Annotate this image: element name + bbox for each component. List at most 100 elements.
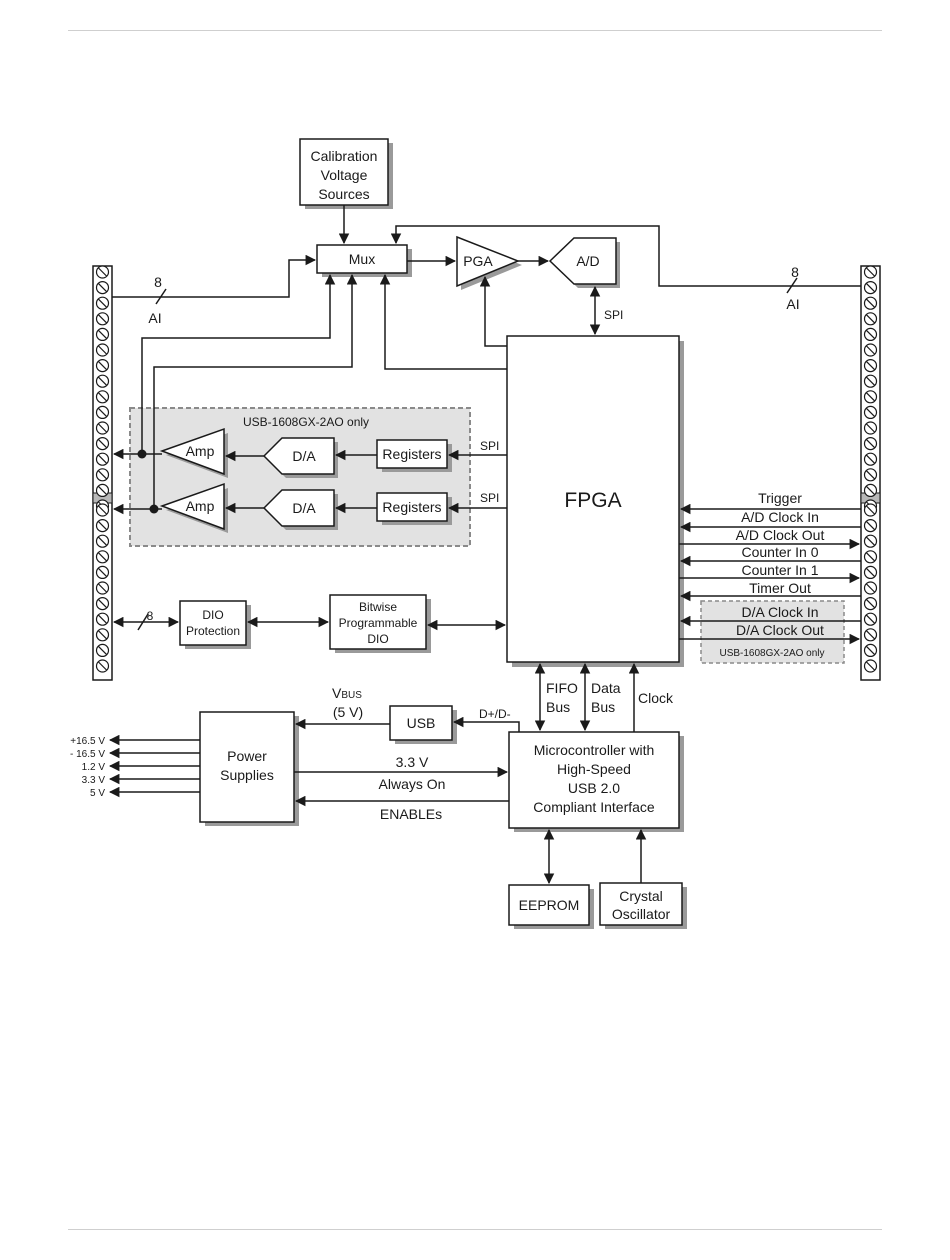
left-terminal-screw-slot [98, 439, 107, 449]
ai-left-count: 8 [154, 274, 162, 290]
svg-text:Crystal: Crystal [619, 888, 663, 904]
left-terminal-screw-slot [98, 485, 107, 495]
always-on-label: Always On [379, 776, 446, 792]
spi-lower-label: SPI [480, 491, 499, 505]
right-terminal-screw-slot [866, 645, 875, 655]
connection-wires [108, 205, 861, 885]
signal-counter-in-0: Counter In 0 [741, 544, 818, 560]
right-terminal-screw-slot [866, 567, 875, 577]
signal-ad-clock-in: A/D Clock In [741, 509, 819, 525]
rail-3-3: 3.3 V [82, 775, 106, 786]
mux-block: Mux [316, 244, 412, 277]
dio-protection-block: DIO Protection [179, 600, 251, 649]
svg-text:High-Speed: High-Speed [557, 761, 631, 777]
dio-count: 8 [147, 609, 154, 623]
left-terminal-screw-slot [98, 599, 107, 609]
right-terminal-screw-slot [866, 423, 875, 433]
right-terminal-screw-slot [866, 583, 875, 593]
svg-text:Protection: Protection [186, 624, 240, 638]
header-rule [68, 30, 882, 31]
svg-text:Registers: Registers [382, 446, 441, 462]
svg-text:Oscillator: Oscillator [612, 906, 671, 922]
registers-lower: Registers [376, 492, 452, 525]
calibration-voltage-sources-block: Calibration Voltage Sources [299, 138, 393, 209]
da-upper: D/A [262, 437, 338, 478]
crystal-oscillator-block: Crystal Oscillator [599, 882, 687, 929]
right-terminal-block [860, 265, 881, 681]
svg-text:Voltage: Voltage [321, 167, 368, 183]
amp-lower: Amp [159, 482, 228, 533]
svg-text:DIO: DIO [202, 608, 223, 622]
left-terminal-screw-slot [98, 505, 107, 515]
svg-text:PGA: PGA [463, 253, 493, 269]
amp-upper: Amp [159, 427, 228, 478]
fifo-bus-label-2: Bus [546, 699, 570, 715]
ai-right-label: AI [786, 296, 799, 312]
right-terminal-screw-slot [866, 283, 875, 293]
da-clock-group [700, 600, 845, 664]
left-terminal-screw-slot [98, 661, 107, 671]
data-bus-label: Data [591, 680, 621, 696]
left-terminal-screw-slot [98, 552, 107, 562]
svg-text:Amp: Amp [186, 498, 215, 514]
pga-amplifier: PGA [456, 235, 522, 290]
rail-5: 5 V [90, 788, 105, 799]
svg-text:FPGA: FPGA [564, 489, 621, 512]
registers-upper: Registers [376, 439, 452, 472]
right-terminal-screw-slot [866, 361, 875, 371]
left-terminal-screw-slot [98, 298, 107, 308]
svg-text:Mux: Mux [349, 251, 375, 267]
microcontroller-block: Microcontroller with High-Speed USB 2.0 … [508, 731, 684, 832]
svg-text:USB: USB [407, 715, 436, 731]
footer-rule [68, 1229, 882, 1230]
clock-label: Clock [638, 690, 674, 706]
signal-trigger: Trigger [758, 490, 802, 506]
svg-text:Microcontroller with: Microcontroller with [534, 742, 655, 758]
svg-text:DIO: DIO [367, 632, 388, 646]
left-terminal-screw-slot [98, 376, 107, 386]
left-terminal-screw-slot [98, 567, 107, 577]
enables-label: ENABLEs [380, 806, 442, 822]
left-terminal-screw-slot [98, 407, 107, 417]
svg-text:Amp: Amp [186, 443, 215, 459]
left-terminal-screw-slot [98, 536, 107, 546]
signal-da-clock-out: D/A Clock Out [736, 622, 824, 638]
ai-left-label: AI [148, 310, 161, 326]
vbus-value: (5 V) [333, 704, 363, 720]
rail-minus-16-5: - 16.5 V [70, 749, 105, 760]
left-terminal-screw-slot [98, 314, 107, 324]
left-terminal-screw-slot [98, 454, 107, 464]
svg-text:A/D: A/D [576, 253, 599, 269]
svg-text:EEPROM: EEPROM [519, 897, 580, 913]
rail-1-2: 1.2 V [82, 762, 106, 773]
vbus-sub: BUS [341, 690, 362, 701]
ad-converter: A/D [548, 237, 620, 288]
rail-plus-16-5: +16.5 V [70, 736, 105, 747]
svg-text:Power: Power [227, 748, 267, 764]
signal-timer-out: Timer Out [749, 580, 811, 596]
da-lower: D/A [262, 489, 338, 530]
right-terminal-screw-slot [866, 439, 875, 449]
svg-text:D/A: D/A [292, 448, 316, 464]
signal-ad-clock-out: A/D Clock Out [736, 527, 825, 543]
svg-text:Sources: Sources [318, 186, 369, 202]
left-terminal-screw-slot [98, 583, 107, 593]
svg-text:Programmable: Programmable [339, 616, 418, 630]
right-terminal-screw-slot [866, 345, 875, 355]
usb-block: USB [389, 705, 457, 744]
data-bus-label-2: Bus [591, 699, 615, 715]
vbus-label: VBUS [332, 685, 362, 701]
right-terminal-screw-slot [866, 599, 875, 609]
right-terminal-screw-slot [866, 485, 875, 495]
fpga-block: FPGA [506, 335, 684, 667]
right-terminal-screw-slot [866, 376, 875, 386]
left-terminal-screw-slot [98, 614, 107, 624]
da-clock-group-label: USB-1608GX-2AO only [719, 648, 824, 659]
power-supplies-block: Power Supplies [199, 711, 299, 826]
right-terminal-screw-slot [866, 267, 875, 277]
spi-ad-label: SPI [604, 308, 623, 322]
fifo-bus-label: FIFO [546, 680, 578, 696]
right-terminal-screw-slot [866, 454, 875, 464]
svg-text:Bitwise: Bitwise [359, 600, 397, 614]
